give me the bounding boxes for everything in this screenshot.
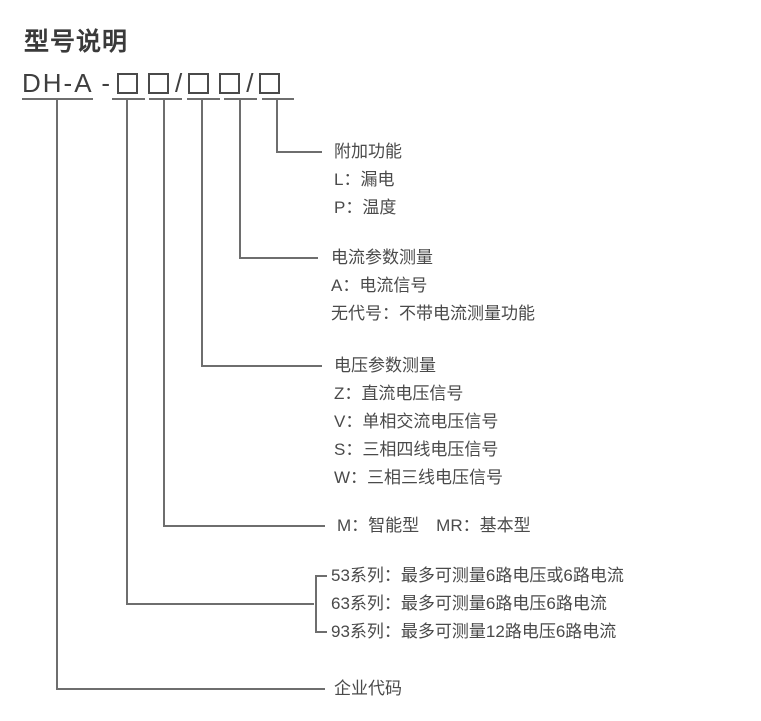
- annotation-line: 附加功能: [334, 142, 402, 161]
- annotation-line: A：电流信号: [331, 276, 428, 295]
- annotation-type-code: M：智能型 MR：基本型: [337, 512, 531, 540]
- annotation-line: S：三相四线电压信号: [334, 440, 499, 459]
- leader-voltage-parameter: [201, 99, 322, 367]
- annotation-line: P：温度: [334, 198, 397, 217]
- model-code-separator-1: /: [175, 68, 183, 98]
- annotation-series-code: 53系列：最多可测量6路电压或6路电流 63系列：最多可测量6路电压6路电流 9…: [331, 562, 624, 646]
- model-code-prefix: DH-A -: [22, 68, 112, 98]
- leader-series-code: [126, 99, 314, 605]
- model-code-box-4: [219, 72, 241, 94]
- annotation-line: M：智能型 MR：基本型: [337, 516, 531, 535]
- annotation-line: 电流参数测量: [331, 248, 433, 267]
- leader-type-code: [163, 99, 325, 527]
- annotation-enterprise-code: 企业代码: [334, 675, 402, 703]
- leader-current-parameter: [239, 99, 318, 259]
- model-code-box-3: [188, 72, 210, 94]
- model-code-box-1: [117, 72, 138, 94]
- model-code-box-2: [148, 72, 169, 94]
- series-bracket: [315, 575, 327, 633]
- annotation-line: 无代号：不带电流测量功能: [331, 304, 535, 323]
- annotation-line: 电压参数测量: [334, 356, 436, 375]
- annotation-line: 93系列：最多可测量12路电压6路电流: [331, 622, 617, 641]
- model-code-box-5: [259, 72, 281, 94]
- annotation-voltage-parameter-measurement: 电压参数测量 Z：直流电压信号 V：单相交流电压信号 S：三相四线电压信号 W：…: [334, 352, 503, 492]
- annotation-line: L：漏电: [334, 170, 395, 189]
- annotation-line: Z：直流电压信号: [334, 384, 464, 403]
- annotation-additional-function: 附加功能 L：漏电 P：温度: [334, 138, 402, 222]
- model-code-separator-2: /: [246, 68, 254, 98]
- page-title: 型号说明: [24, 28, 129, 56]
- model-code-string: DH-A - / /: [22, 66, 285, 100]
- annotation-line: W：三相三线电压信号: [334, 468, 504, 487]
- annotation-line: V：单相交流电压信号: [334, 412, 499, 431]
- annotation-current-parameter-measurement: 电流参数测量 A：电流信号 无代号：不带电流测量功能: [331, 244, 535, 328]
- leader-additional-function: [276, 99, 322, 153]
- annotation-line: 53系列：最多可测量6路电压或6路电流: [331, 566, 624, 585]
- leader-enterprise-code: [56, 99, 325, 690]
- annotation-line: 63系列：最多可测量6路电压6路电流: [331, 594, 607, 613]
- annotation-line: 企业代码: [334, 679, 402, 698]
